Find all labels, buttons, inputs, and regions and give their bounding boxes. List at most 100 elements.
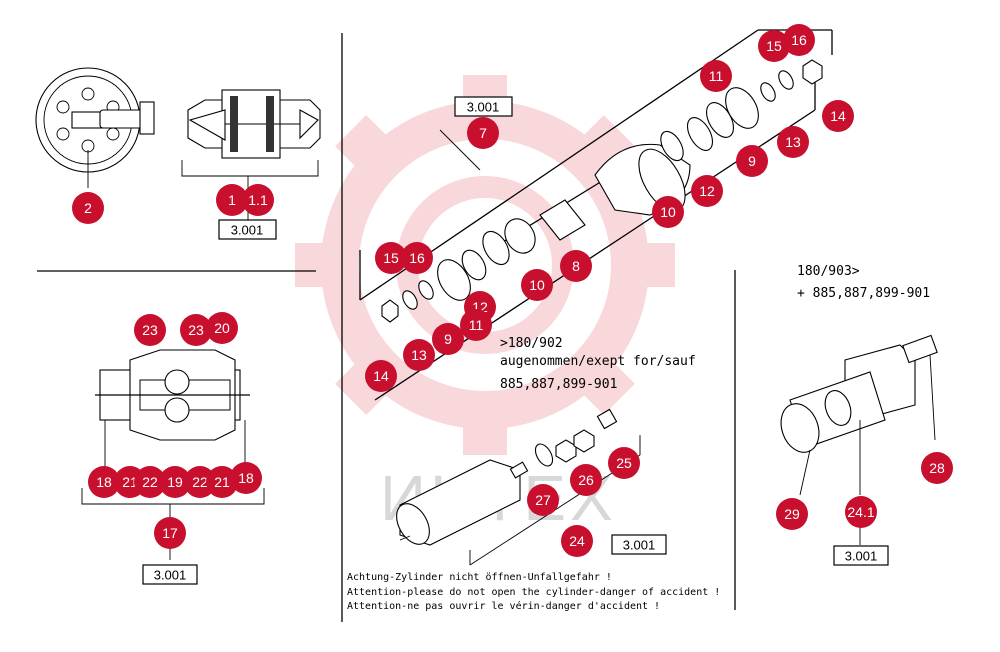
callout-16a: 16 (783, 24, 815, 56)
callout-circle (921, 452, 953, 484)
callout-circle (365, 360, 397, 392)
callout-circle (652, 196, 684, 228)
variant-note-line1: 180/903> (797, 264, 860, 279)
ref-box-top-left: 3.001 (218, 219, 277, 240)
callout-circle (561, 525, 593, 557)
callout-label: 14 (373, 368, 389, 384)
callout-circle (72, 192, 104, 224)
callout-label: 10 (529, 277, 545, 293)
callout-16b: 16 (401, 242, 433, 274)
callout-circle (134, 466, 166, 498)
callout-circle (845, 496, 877, 528)
callout-23a: 23 (134, 314, 166, 346)
callout-circle (700, 60, 732, 92)
callout-label: 21 (122, 474, 138, 490)
ref-box-center: 3.001 (454, 96, 513, 117)
callout-label: 23 (142, 322, 158, 338)
callout-label: 20 (214, 320, 230, 336)
idler-wheel-side-view (35, 67, 155, 188)
callout-25: 25 (608, 447, 640, 479)
callout-label: 16 (791, 32, 807, 48)
bearing-section-view (95, 349, 250, 470)
callout-14b: 14 (365, 360, 397, 392)
callout-circle (560, 250, 592, 282)
callout-12a: 12 (691, 175, 723, 207)
callout-label: 24.1 (847, 504, 874, 520)
callout-24: 24 (561, 525, 593, 557)
rings-upper-right (660, 59, 823, 162)
ref-box-cylinder: 3.001 (611, 534, 667, 555)
variant-note-line2: + 885,887,899-901 (797, 286, 930, 301)
callout-label: 22 (142, 474, 158, 490)
callout-13b: 13 (403, 339, 435, 371)
callout-10b: 10 (521, 269, 553, 301)
callout-18a: 18 (88, 466, 120, 498)
callout-circle (736, 145, 768, 177)
callout-label: 18 (238, 470, 254, 486)
callout-label: 13 (785, 134, 801, 150)
callout-28: 28 (921, 452, 953, 484)
callout-label: 11 (469, 317, 484, 333)
callout-circle (776, 498, 808, 530)
callout-label: 1.1 (248, 192, 268, 208)
ref-box-bottom-left: 3.001 (142, 564, 198, 585)
callout-9b: 9 (432, 323, 464, 355)
callout-9a: 9 (736, 145, 768, 177)
callout-19: 19 (159, 466, 191, 498)
bracket-17 (81, 488, 265, 505)
exception-note-line2: augenommen/exept for/sauf (500, 354, 696, 369)
callout-label: 16 (409, 250, 425, 266)
callout-label: 28 (929, 460, 945, 476)
callout-circle (184, 466, 216, 498)
callout-circle (691, 175, 723, 207)
callout-circle (432, 323, 464, 355)
callout-label: 11 (709, 68, 724, 84)
callout-11a: 11 (700, 60, 732, 92)
warning-english: Attention-please do not open the cylinde… (347, 587, 720, 598)
callout-label: 12 (699, 183, 715, 199)
callout-8: 8 (560, 250, 592, 282)
callout-13a: 13 (777, 126, 809, 158)
callout-29: 29 (776, 498, 808, 530)
callout-label: 24 (569, 533, 585, 549)
rings-lower-left (381, 218, 536, 323)
callout-1: 1 (216, 184, 248, 216)
callout-circle (206, 312, 238, 344)
callout-label: 25 (616, 455, 632, 471)
callout-26: 26 (570, 464, 602, 496)
callout-circle (230, 462, 262, 494)
callout-circle (777, 126, 809, 158)
callout-17: 17 (154, 517, 186, 549)
callout-circle (154, 517, 186, 549)
callout-label: 22 (192, 474, 208, 490)
callout-label: 21 (214, 474, 230, 490)
callout-circle (758, 30, 790, 62)
callout-label: 14 (830, 108, 846, 124)
callout-23b: 23 (180, 314, 212, 346)
callout-label: 9 (748, 153, 756, 169)
callout-label: 19 (167, 474, 183, 490)
callout-15a: 15 (758, 30, 790, 62)
callout-label: 1 (228, 192, 236, 208)
callout-label: 26 (578, 472, 594, 488)
callout-circle (521, 269, 553, 301)
callout-11b: 11 (460, 309, 492, 341)
callout-circle (401, 242, 433, 274)
exception-note-line1: >180/902 (500, 336, 563, 351)
callout-label: 17 (162, 525, 178, 541)
svg-text:3.001: 3.001 (467, 100, 500, 115)
svg-text:3.001: 3.001 (845, 549, 878, 564)
callout-circle (242, 184, 274, 216)
callout-22a: 22 (134, 466, 166, 498)
svg-text:3.001: 3.001 (154, 568, 187, 583)
callout-18b: 18 (230, 462, 262, 494)
callout-circle (216, 184, 248, 216)
callout-label: 13 (411, 347, 427, 363)
callout-circle (527, 484, 559, 516)
callout-1-1: 1.1 (242, 184, 274, 216)
callout-label: 10 (660, 204, 676, 220)
cylinder-variant (780, 334, 938, 545)
callout-circle (467, 117, 499, 149)
